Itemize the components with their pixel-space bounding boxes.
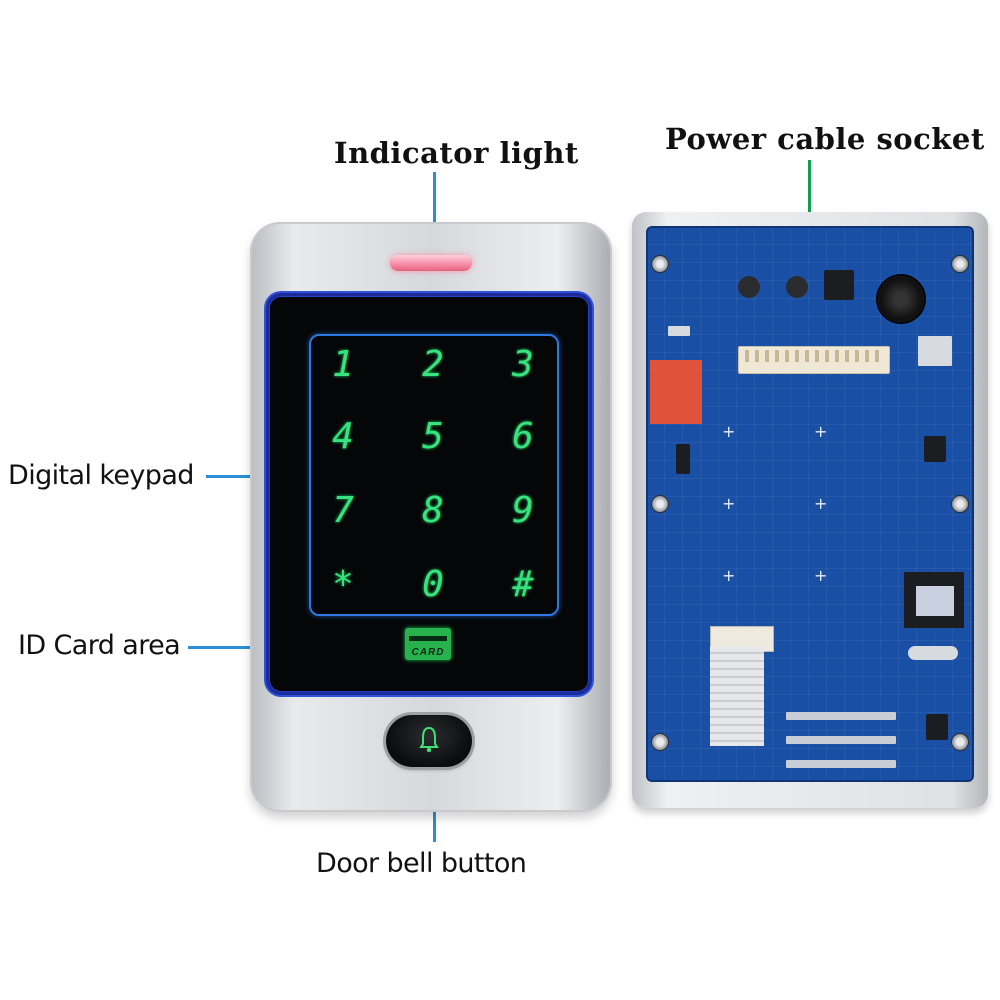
digital-keypad-label: Digital keypad — [8, 460, 194, 491]
key-0[interactable]: 0 — [422, 564, 444, 605]
key-star[interactable]: * — [332, 564, 354, 605]
header-j1 — [668, 326, 690, 336]
screw-icon — [652, 734, 668, 750]
ribbon-cable — [710, 646, 764, 746]
buzzer — [878, 276, 924, 322]
key-9[interactable]: 9 — [512, 490, 534, 531]
digital-keypad: 1 2 3 4 5 6 7 8 9 * 0 # — [309, 334, 559, 616]
cross-mark: + — [722, 566, 736, 585]
key-hash[interactable]: # — [512, 564, 534, 605]
key-6[interactable]: 6 — [512, 416, 534, 457]
bell-icon — [419, 726, 439, 753]
resistor-row — [786, 712, 896, 720]
id-card-area-label: ID Card area — [18, 630, 181, 661]
key-5[interactable]: 5 — [422, 416, 444, 457]
id-card-icon: CARD — [405, 628, 451, 660]
cross-mark: + — [814, 566, 828, 585]
key-4[interactable]: 4 — [332, 416, 354, 457]
capacitor — [786, 276, 808, 298]
screw-icon — [652, 256, 668, 272]
touch-panel: 1 2 3 4 5 6 7 8 9 * 0 # CARD — [269, 296, 589, 692]
ic-chip — [676, 444, 690, 474]
indicator-light-label: Indicator light — [334, 136, 579, 170]
card-text: CARD — [411, 647, 445, 658]
keypad-back-housing: + + + + + + — [632, 212, 988, 808]
key-2[interactable]: 2 — [422, 344, 444, 385]
power-cable-socket-label: Power cable socket — [665, 122, 985, 156]
ic-chip — [924, 436, 946, 462]
resistor-row — [786, 736, 896, 744]
screw-icon — [952, 734, 968, 750]
door-bell-button-label: Door bell button — [316, 848, 527, 879]
indicator-light — [390, 255, 472, 271]
cross-mark: + — [814, 422, 828, 441]
cross-mark: + — [814, 494, 828, 513]
power-cable-socket — [738, 346, 890, 374]
cross-mark: + — [722, 422, 736, 441]
screw-icon — [652, 496, 668, 512]
key-3[interactable]: 3 — [512, 344, 534, 385]
indicator-light-leader-line — [433, 172, 436, 254]
key-1[interactable]: 1 — [332, 344, 354, 385]
cross-mark: + — [722, 494, 736, 513]
crystal-oscillator — [908, 646, 958, 660]
regulator — [824, 270, 854, 300]
id-card-area-leader-line — [188, 646, 276, 649]
key-7[interactable]: 7 — [332, 490, 354, 531]
screw-icon — [952, 256, 968, 272]
chip-label — [916, 586, 954, 616]
circuit-board: + + + + + + — [646, 226, 974, 782]
ic-chip — [926, 714, 948, 740]
keypad-front-housing: 1 2 3 4 5 6 7 8 9 * 0 # CARD — [250, 222, 612, 812]
card-stripe — [409, 636, 447, 641]
resistor-row — [786, 760, 896, 768]
key-8[interactable]: 8 — [422, 490, 444, 531]
antenna-pad — [650, 360, 702, 424]
screw-icon — [952, 496, 968, 512]
door-bell-button[interactable] — [386, 715, 472, 767]
capacitor — [738, 276, 760, 298]
bell-connector — [918, 336, 952, 366]
